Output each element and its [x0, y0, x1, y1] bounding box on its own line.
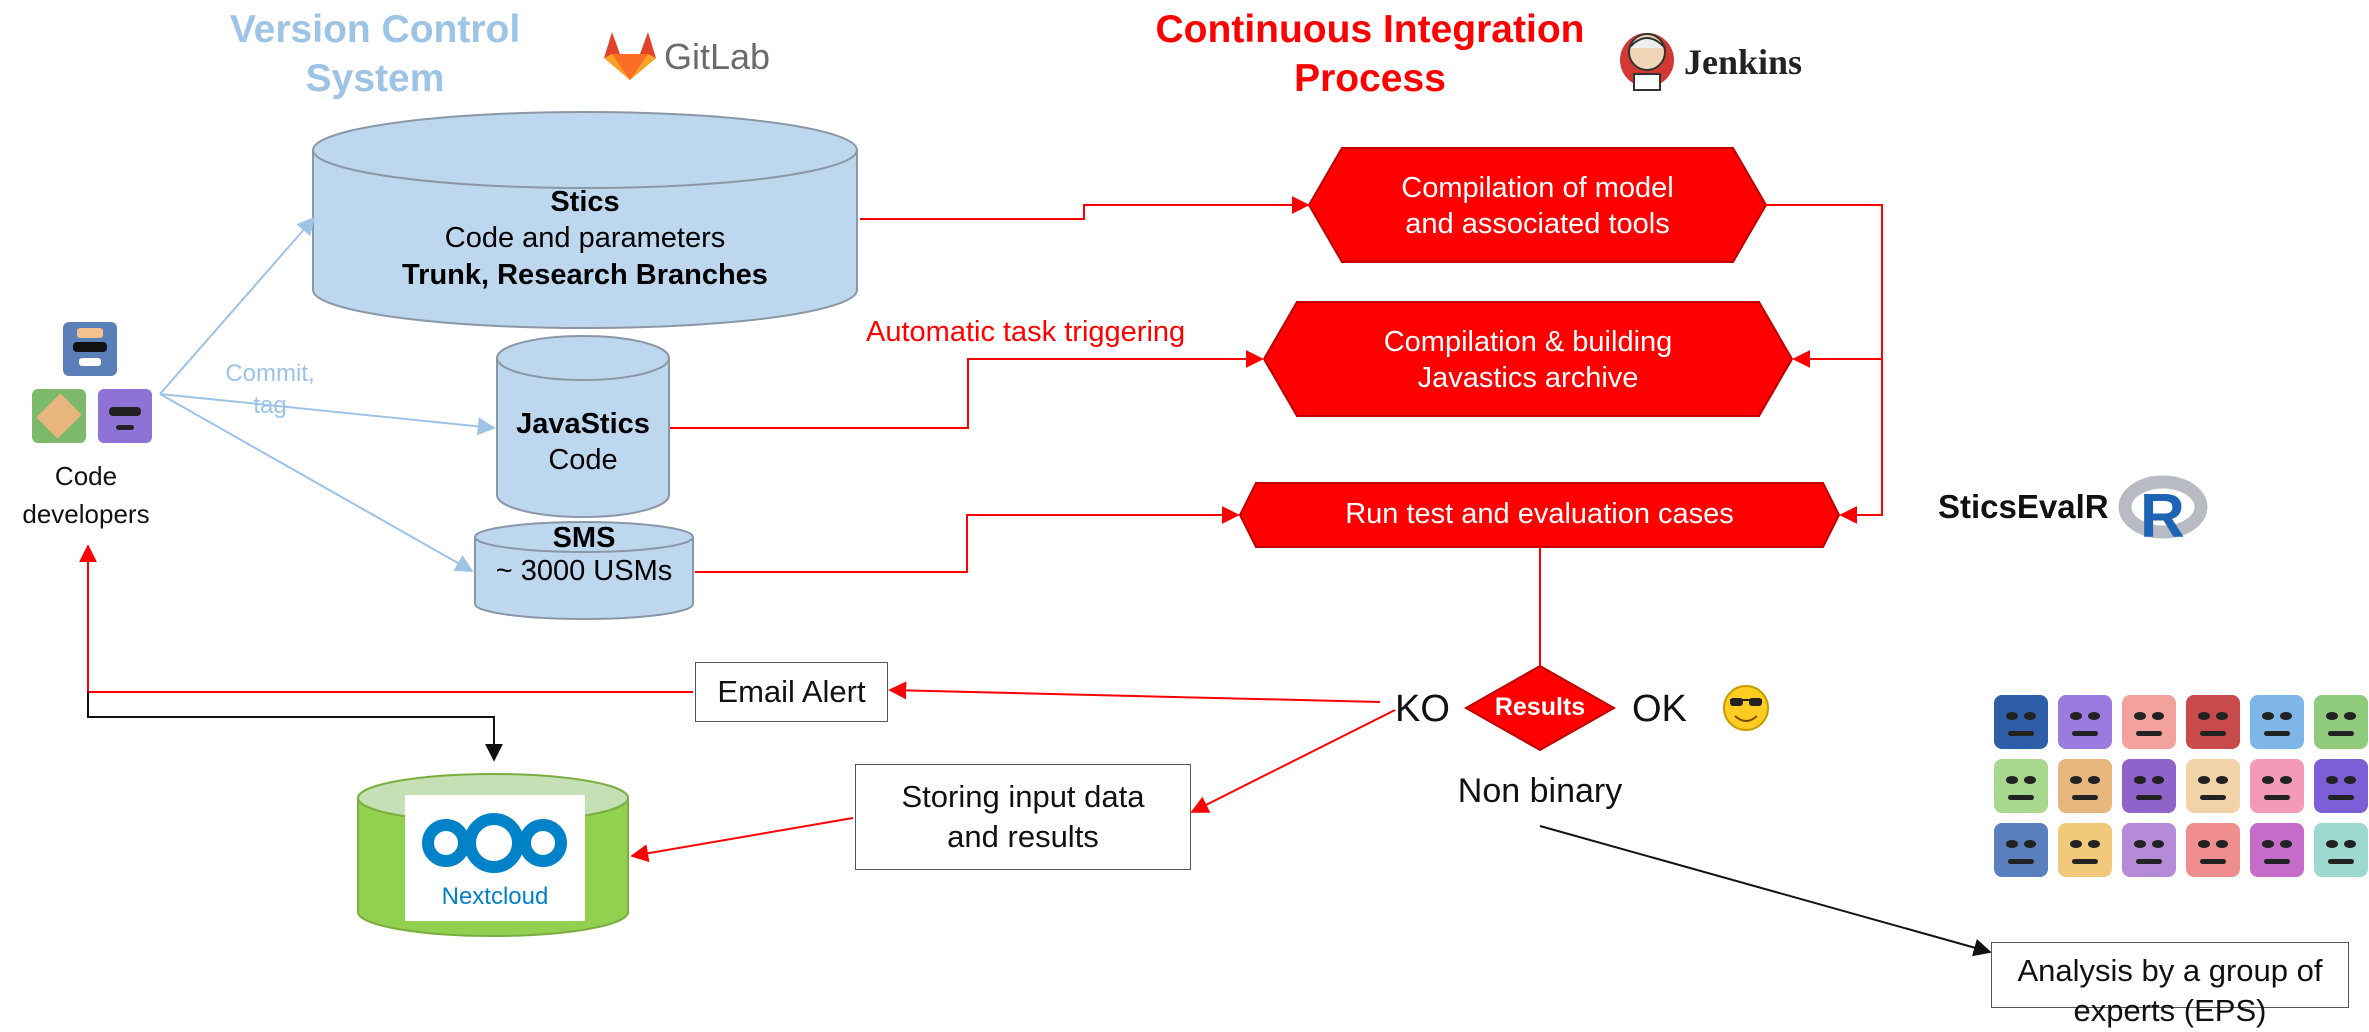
ci-step2-line1: Compilation & building [1383, 326, 1673, 358]
stics-repo-title: Stics [550, 186, 620, 218]
analysis-line1: Analysis by a group of [2017, 953, 2323, 988]
developers-label: Code developers [0, 458, 172, 533]
ci-step1-line1: Compilation of model [1401, 172, 1674, 204]
stics-repo-branches: Trunk, Research Branches [402, 258, 768, 291]
expert-face [1994, 823, 2048, 877]
developer-avatar-2 [32, 389, 86, 443]
black-connectors [87, 692, 1992, 957]
expert-face [2250, 695, 2304, 749]
jenkins-wordmark: Jenkins [1684, 42, 1803, 82]
ci-header-line1: Continuous Integration [1155, 8, 1585, 51]
sunglasses-smiley-icon [1723, 685, 1769, 731]
storing-line2: and results [947, 819, 1099, 854]
expert-face [2186, 759, 2240, 813]
expert-face [2250, 823, 2304, 877]
expert-face [2058, 823, 2112, 877]
gitlab-wordmark: GitLab [664, 36, 771, 77]
ok-label: OK [1632, 688, 1687, 730]
nextcloud-wordmark: Nextcloud [441, 883, 549, 910]
analysis-line2: experts (EPS) [2073, 993, 2267, 1029]
ci-step-build-javastics-shape [1262, 301, 1794, 417]
results-to-email-arrow [888, 681, 1381, 703]
build-to-tests-arrow [1839, 359, 1883, 524]
nextcloud-logo-icon [422, 813, 567, 873]
sms-repo-title: SMS [552, 522, 616, 554]
ci-header-line2: Process [1294, 56, 1446, 100]
commit-tag-label: Commit, tag [210, 358, 330, 423]
expert-faces-grid [1994, 695, 2369, 880]
commit-label-line1: Commit, [225, 360, 315, 387]
ci-step-compile-model-label: Compilation of model and associated tool… [1342, 170, 1733, 243]
results-diamond [1463, 664, 1617, 752]
sms-to-tests-arrow [695, 506, 1240, 573]
storing-line1: Storing input data [901, 778, 1145, 814]
expert-face [2058, 695, 2112, 749]
red-flow-connectors [79, 196, 1883, 863]
javastics-repo-title: JavaStics [516, 408, 650, 440]
expert-face [2122, 759, 2176, 813]
email-alert-label: Email Alert [717, 673, 866, 709]
r-logo-icon [2118, 475, 2208, 539]
ci-workflow-diagram: Version Control System Continuous Integr… [0, 8, 2369, 1028]
stics-to-compile-arrow [860, 196, 1310, 220]
r-logo-letter: R [2140, 482, 2185, 551]
developers-label-line2: developers [22, 498, 150, 529]
vcs-header-line1: Version Control [229, 8, 521, 51]
nonbinary-to-analysis-arrow [1539, 825, 1992, 957]
storing-data-box: Storing input data and results [855, 764, 1191, 870]
email-alert-box: Email Alert [695, 662, 888, 722]
jenkins-butler-icon [1620, 33, 1674, 91]
sms-repo-label: SMS ~ 3000 USMs [475, 522, 693, 589]
ci-step-run-tests-label: Run test and evaluation cases [1345, 498, 1734, 530]
developers-to-nextcloud-arrow [87, 692, 503, 762]
expert-face [2314, 695, 2368, 749]
ci-step-run-tests-shape [1238, 482, 1841, 548]
analysis-experts-box: Analysis by a group of experts (EPS) [1991, 942, 2349, 1028]
gitlab-fox-icon [604, 32, 656, 80]
sms-repository-cylinder [474, 521, 694, 620]
developer-avatar-3 [98, 389, 152, 443]
expert-face [2314, 759, 2368, 813]
stics-repo-label: Stics Code and parameters Trunk, Researc… [340, 184, 830, 293]
javastics-repository-cylinder [496, 335, 670, 518]
expert-face [2058, 759, 2112, 813]
results-to-storing-arrow [1190, 709, 1396, 813]
sms-repo-subtitle: ~ 3000 USMs [495, 555, 673, 588]
ci-step-build-javastics-label: Compilation & building Javastics archive [1297, 324, 1759, 397]
expert-face [2186, 823, 2240, 877]
expert-face [2250, 759, 2304, 813]
non-binary-label: Non binary [1457, 772, 1623, 810]
ko-label: KO [1395, 688, 1450, 730]
stics-repository-cylinder [312, 111, 858, 329]
expert-face [2186, 695, 2240, 749]
expert-face [2122, 823, 2176, 877]
sticsevalr-label: SticsEvalR [1938, 488, 2109, 525]
commit-arrows [159, 216, 496, 572]
expert-face [1994, 759, 2048, 813]
commit-label-line2: tag [253, 392, 287, 420]
expert-face [1994, 695, 2048, 749]
javastics-to-build-arrow [670, 350, 1264, 429]
results-diamond-label: Results [1494, 693, 1586, 721]
compile-to-build-arrow [1766, 204, 1883, 368]
vcs-header-line2: System [305, 56, 445, 100]
automatic-trigger-label: Automatic task triggering [866, 316, 1186, 348]
expert-face [2122, 695, 2176, 749]
developer-avatar-1 [63, 322, 117, 376]
ci-step2-line2: Javastics archive [1417, 362, 1639, 395]
storing-to-nextcloud-arrow [630, 817, 854, 863]
expert-face [2314, 823, 2368, 877]
developers-label-line1: Code [54, 461, 118, 491]
diagram-canvas [79, 32, 2208, 957]
stics-repo-subtitle: Code and parameters [444, 222, 726, 255]
javastics-repo-subtitle: Code [548, 444, 618, 477]
javastics-repo-label: JavaStics Code [497, 406, 669, 479]
ci-step1-line2: and associated tools [1405, 208, 1670, 241]
